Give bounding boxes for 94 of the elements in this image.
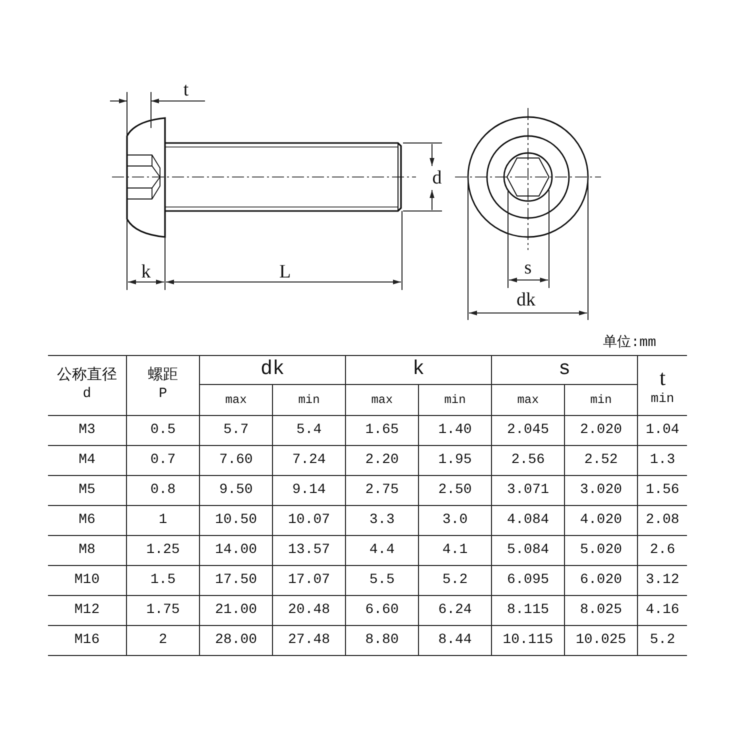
- table-cell: 20.48: [272, 595, 345, 625]
- table-cell: 8.115: [491, 595, 564, 625]
- table-cell: 10.07: [272, 505, 345, 535]
- column-header: min: [272, 384, 345, 415]
- table-cell: 0.8: [126, 475, 199, 505]
- table-cell: 27.48: [272, 625, 345, 655]
- table-cell: M8: [48, 535, 126, 565]
- table-cell: 5.020: [564, 535, 637, 565]
- table-cell: 10.025: [564, 625, 637, 655]
- table-cell: 4.16: [637, 595, 687, 625]
- table-cell: 2.08: [637, 505, 687, 535]
- table-cell: 1.40: [418, 415, 491, 445]
- column-header: k: [345, 355, 491, 384]
- table-cell: 4.1: [418, 535, 491, 565]
- table-cell: M6: [48, 505, 126, 535]
- column-header: min: [564, 384, 637, 415]
- table-cell: M5: [48, 475, 126, 505]
- column-header: min: [418, 384, 491, 415]
- table-cell: 3.020: [564, 475, 637, 505]
- table-cell: 1.04: [637, 415, 687, 445]
- table-cell: 2.6: [637, 535, 687, 565]
- table-cell: 10.115: [491, 625, 564, 655]
- column-header: min: [650, 391, 674, 408]
- column-header: 公称直径: [57, 367, 117, 386]
- table-cell: 6.095: [491, 565, 564, 595]
- table-cell: 9.50: [199, 475, 272, 505]
- column-header: s: [491, 355, 637, 384]
- dimension-label: k: [141, 262, 151, 282]
- table-cell: 1.75: [126, 595, 199, 625]
- table-cell: 0.5: [126, 415, 199, 445]
- table-cell: 8.025: [564, 595, 637, 625]
- table-cell: 7.60: [199, 445, 272, 475]
- table-cell: 1.3: [637, 445, 687, 475]
- table-cell: 9.14: [272, 475, 345, 505]
- table-cell: 0.7: [126, 445, 199, 475]
- column-header: 螺距: [148, 367, 178, 386]
- table-cell: 2.52: [564, 445, 637, 475]
- table-cell: 2.045: [491, 415, 564, 445]
- table-cell: 17.07: [272, 565, 345, 595]
- table-cell: 1.25: [126, 535, 199, 565]
- table-cell: M10: [48, 565, 126, 595]
- table-cell: 3.3: [345, 505, 418, 535]
- table-cell: 5.2: [637, 625, 687, 655]
- table-cell: 8.44: [418, 625, 491, 655]
- table-cell: 2.20: [345, 445, 418, 475]
- table-cell: 6.020: [564, 565, 637, 595]
- table-cell: 7.24: [272, 445, 345, 475]
- table-cell: 4.020: [564, 505, 637, 535]
- table-cell: 5.5: [345, 565, 418, 595]
- table-cell: 10.50: [199, 505, 272, 535]
- dimension-label: t: [183, 80, 189, 100]
- table-cell: 17.50: [199, 565, 272, 595]
- table-cell: M4: [48, 445, 126, 475]
- column-header: max: [345, 384, 418, 415]
- table-cell: 2.56: [491, 445, 564, 475]
- table-cell: 3.071: [491, 475, 564, 505]
- column-header: dk: [199, 355, 345, 384]
- unit-note: 单位:mm: [603, 334, 656, 351]
- dimension-label: d: [432, 168, 442, 188]
- column-header: max: [199, 384, 272, 415]
- table-cell: 1.5: [126, 565, 199, 595]
- table-cell: 3.12: [637, 565, 687, 595]
- table-cell: 1: [126, 505, 199, 535]
- table-cell: 5.084: [491, 535, 564, 565]
- column-header: d: [82, 386, 92, 404]
- table-cell: 2.020: [564, 415, 637, 445]
- dimension-label: s: [524, 258, 532, 278]
- table-cell: 1.95: [418, 445, 491, 475]
- table-cell: 6.24: [418, 595, 491, 625]
- table-cell: 4.084: [491, 505, 564, 535]
- table-cell: 8.80: [345, 625, 418, 655]
- table-cell: M16: [48, 625, 126, 655]
- column-header: t: [659, 364, 666, 392]
- table-cell: 2.75: [345, 475, 418, 505]
- table-cell: 4.4: [345, 535, 418, 565]
- table-cell: 1.65: [345, 415, 418, 445]
- column-header: P: [158, 386, 168, 404]
- column-header: max: [491, 384, 564, 415]
- table-cell: 6.60: [345, 595, 418, 625]
- table-cell: 5.7: [199, 415, 272, 445]
- table-cell: 5.4: [272, 415, 345, 445]
- table-cell: 1.56: [637, 475, 687, 505]
- dimension-label: L: [279, 262, 291, 282]
- table-cell: 2: [126, 625, 199, 655]
- dimension-label: dk: [516, 290, 536, 310]
- table-cell: 21.00: [199, 595, 272, 625]
- table-cell: 5.2: [418, 565, 491, 595]
- table-cell: 28.00: [199, 625, 272, 655]
- table-cell: 14.00: [199, 535, 272, 565]
- table-cell: M3: [48, 415, 126, 445]
- table-cell: 2.50: [418, 475, 491, 505]
- table-cell: M12: [48, 595, 126, 625]
- table-cell: 3.0: [418, 505, 491, 535]
- table-cell: 13.57: [272, 535, 345, 565]
